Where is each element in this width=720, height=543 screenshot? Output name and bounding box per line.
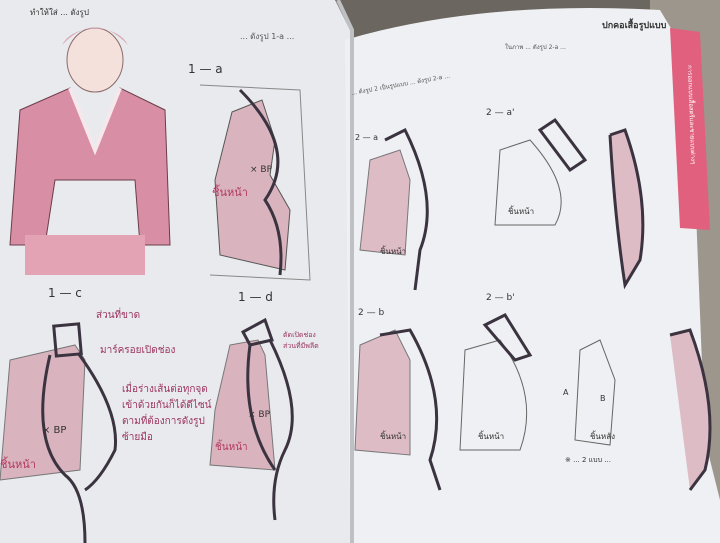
note-1c: เมื่อร่างเส้นต่อทุกจุด เข้าด้วยกันก็ได้ด…	[122, 382, 211, 446]
figure-label-1d: 1 — d	[238, 290, 273, 304]
figure-2b-drawing	[354, 328, 442, 491]
figure-label-1a: 1 — a	[188, 62, 223, 76]
note-2b-prime: ※ ... 2 แบบ ...	[565, 456, 611, 464]
point-a: A	[563, 388, 569, 397]
bp-label: × BP	[248, 410, 271, 420]
figure-1a-drawing	[199, 84, 311, 281]
left-top-text-right: ... ดังรูป 1-a ...	[240, 32, 295, 41]
piece-label: ชิ้นหน้า	[380, 432, 407, 441]
left-top-text: ทำให้ใส่ ... ดังรูป	[30, 8, 89, 17]
note-line: ซ้ายมือ	[122, 432, 153, 443]
figure-label-2b-prime: 2 — b'	[486, 293, 515, 303]
bp-label: × BP	[42, 425, 67, 436]
figure-2b-prime-drawing	[459, 313, 712, 491]
book-spine	[336, 0, 354, 543]
jacket-illustration	[9, 27, 171, 275]
piece-label: ชิ้นหน้า	[212, 186, 248, 199]
note-line: ส่วนที่มีพลีต	[283, 342, 319, 350]
note-line: ตัดเปิดช่อง	[283, 331, 316, 339]
note-line: ตามที่ต้องการดังรูป	[122, 416, 205, 427]
mark-label: มาร์ครอยเปิดช่อง	[100, 345, 176, 356]
figure-1c-drawing	[0, 322, 118, 543]
figure-2a-drawing	[359, 127, 429, 291]
paragraph-right: ในภาพ ... ดังรูป 2-a ...	[505, 44, 566, 51]
page-header: ปกคอเสื้อรูปแบบ	[602, 21, 667, 31]
piece-label: ชิ้นหน้า	[478, 432, 505, 441]
paragraph-left: ... ดังรูป 2 เป็นรูปแบบ ... ดังรูป 2-a .…	[350, 72, 451, 97]
side-tab	[670, 28, 710, 230]
figure-label-1c: 1 — c	[48, 286, 82, 300]
piece-label: ชิ้นหน้า	[0, 458, 36, 471]
figure-2a-prime-drawing	[494, 117, 645, 290]
piece-label: ชิ้นหน้า	[215, 442, 248, 453]
figure-label-2b: 2 — b	[358, 308, 385, 318]
figure-label-2a-prime: 2 — a'	[486, 108, 515, 118]
bp-label: × BP	[250, 165, 273, 175]
point-b: B	[600, 394, 606, 403]
figure-label-2a: 2 — a	[355, 133, 379, 142]
piece-label: ชิ้นหลัง	[590, 432, 615, 441]
piece-label: ชิ้นหน้า	[508, 207, 535, 216]
note-line: เมื่อร่างเส้นต่อทุกจุด	[122, 384, 208, 395]
note-line: เข้าด้วยกันก็ได้ดีไซน์	[122, 400, 212, 411]
figure-1d-drawing	[209, 317, 294, 521]
missing-part-label: ส่วนที่ขาด	[96, 310, 141, 321]
side-tab-label: การออกแบบเสื้อสตรีและชายแบบต่างๆ	[685, 64, 697, 165]
piece-label: ชิ้นหน้า	[380, 247, 407, 256]
note-1d: ตัดเปิดช่อง ส่วนที่มีพลีต	[283, 330, 319, 352]
